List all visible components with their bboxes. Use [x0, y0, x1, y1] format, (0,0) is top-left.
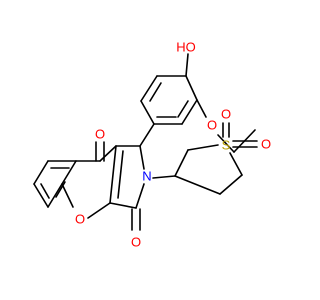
- structure-diagram: HO O O O O N S O O: [33, 40, 271, 250]
- bond: [187, 144, 219, 151]
- molecule-svg: HO O O O O N S O O: [33, 40, 271, 250]
- bond: [185, 75, 198, 101]
- atom-label-group: HO O O O O N S O O: [75, 40, 271, 250]
- bond: [185, 53, 189, 77]
- sulfonyl-oxygen-right-label: O: [261, 137, 271, 152]
- bond: [61, 183, 74, 208]
- bond: [33, 183, 49, 208]
- bond: [174, 149, 189, 177]
- lactam-oxygen-label: O: [131, 235, 141, 250]
- bond: [219, 174, 243, 195]
- bond: [99, 145, 117, 162]
- bond: [196, 99, 207, 118]
- bond: [152, 175, 176, 179]
- bond: [87, 202, 111, 219]
- bond: [109, 145, 117, 204]
- ether-oxygen-label: O: [207, 118, 217, 133]
- bond: [61, 160, 77, 185]
- bond: [149, 82, 162, 102]
- bond: [140, 100, 155, 125]
- bond: [117, 150, 124, 199]
- bond: [217, 134, 235, 153]
- bond-group: [33, 53, 258, 231]
- bond: [33, 160, 49, 185]
- ketone-oxygen-label: O: [95, 127, 105, 142]
- sulfonyl-oxygen-top-label: O: [221, 107, 231, 122]
- bond: [55, 181, 66, 198]
- bond: [174, 175, 221, 195]
- bond: [135, 183, 145, 209]
- sulfur-label: S: [222, 138, 231, 153]
- bond: [229, 152, 243, 176]
- hydroxyl-label: HO: [176, 40, 196, 55]
- bond: [109, 202, 137, 209]
- bond: [47, 183, 63, 208]
- bond: [40, 183, 50, 199]
- bond: [181, 99, 198, 125]
- bond: [177, 100, 189, 118]
- bond: [140, 75, 158, 102]
- nitrogen-label: N: [142, 169, 151, 184]
- ring-oxygen-label: O: [75, 212, 85, 227]
- bond: [139, 123, 155, 147]
- bond: [139, 145, 145, 170]
